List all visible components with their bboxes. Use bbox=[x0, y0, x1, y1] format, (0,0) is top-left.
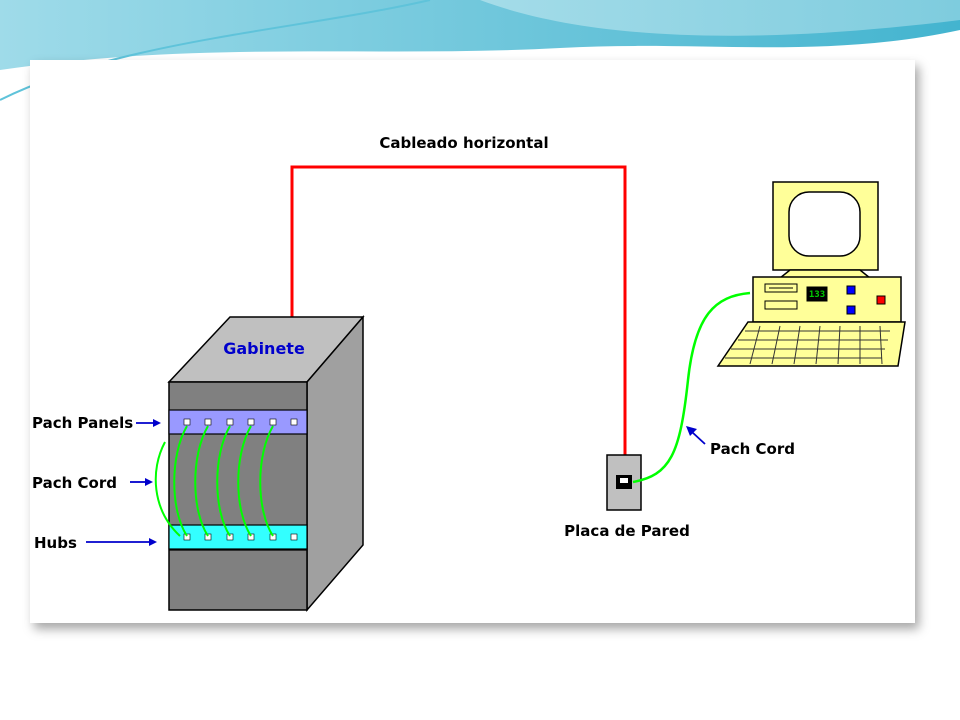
workstation-patch-cord-label: Pach Cord bbox=[710, 440, 795, 458]
hub-port bbox=[247, 533, 255, 541]
header-wave-front bbox=[0, 0, 960, 36]
hubs-label: Hubs bbox=[34, 534, 77, 552]
keyboard-keys bbox=[725, 325, 890, 365]
patch-panel-port bbox=[247, 418, 255, 426]
patch-cord bbox=[237, 425, 252, 537]
patch-panel-port bbox=[183, 418, 191, 426]
patch-panels-label: Pach Panels bbox=[32, 414, 133, 432]
horizontal-cable bbox=[290, 165, 627, 458]
network-cabling-diagram: Cableado horizontal Gabinete bbox=[32, 134, 906, 613]
power-indicator bbox=[876, 295, 886, 305]
drive-bay bbox=[764, 300, 798, 310]
display-readout-box bbox=[806, 286, 828, 302]
hub-port bbox=[226, 533, 234, 541]
power-button bbox=[846, 285, 856, 295]
patch-panel bbox=[168, 409, 308, 435]
hub-port bbox=[269, 533, 277, 541]
patch-panel-port bbox=[226, 418, 234, 426]
display-readout: 133 bbox=[809, 290, 825, 300]
hub-port bbox=[204, 533, 212, 541]
workstation-patch-cord bbox=[632, 291, 751, 484]
patch-panels-arrow bbox=[136, 419, 161, 427]
patch-cord-label: Pach Cord bbox=[32, 474, 117, 492]
patch-cord bbox=[173, 425, 188, 537]
patch-panel-port bbox=[269, 418, 277, 426]
wall-plate-jack-slot bbox=[620, 478, 628, 483]
patch-cord bbox=[216, 425, 231, 537]
cabinet-label: Gabinete bbox=[223, 339, 305, 358]
patch-cord bbox=[154, 441, 181, 537]
patch-panel-ports bbox=[183, 418, 298, 426]
hub-port bbox=[183, 533, 191, 541]
keyboard bbox=[716, 321, 906, 367]
patch-cord bbox=[194, 425, 209, 537]
patch-cord-arrow bbox=[130, 478, 153, 486]
patch-cord bbox=[259, 425, 274, 537]
patch-panel-port bbox=[290, 418, 298, 426]
workstation-patch-cord-arrow bbox=[686, 426, 706, 445]
hubs-arrow bbox=[86, 538, 157, 546]
patch-panel-port bbox=[204, 418, 212, 426]
cabinet-patch-cords bbox=[154, 425, 274, 537]
hub bbox=[168, 524, 308, 550]
diagram-card: Cableado horizontal Gabinete bbox=[30, 60, 915, 623]
monitor-screen bbox=[788, 191, 861, 257]
hub-port bbox=[290, 533, 298, 541]
computer bbox=[716, 181, 906, 367]
reset-button bbox=[846, 305, 856, 315]
wall-plate-label: Placa de Pared bbox=[564, 522, 690, 540]
diagram-title: Cableado horizontal bbox=[379, 134, 548, 152]
hub-ports bbox=[183, 533, 298, 541]
cabinet: Gabinete bbox=[154, 314, 365, 613]
